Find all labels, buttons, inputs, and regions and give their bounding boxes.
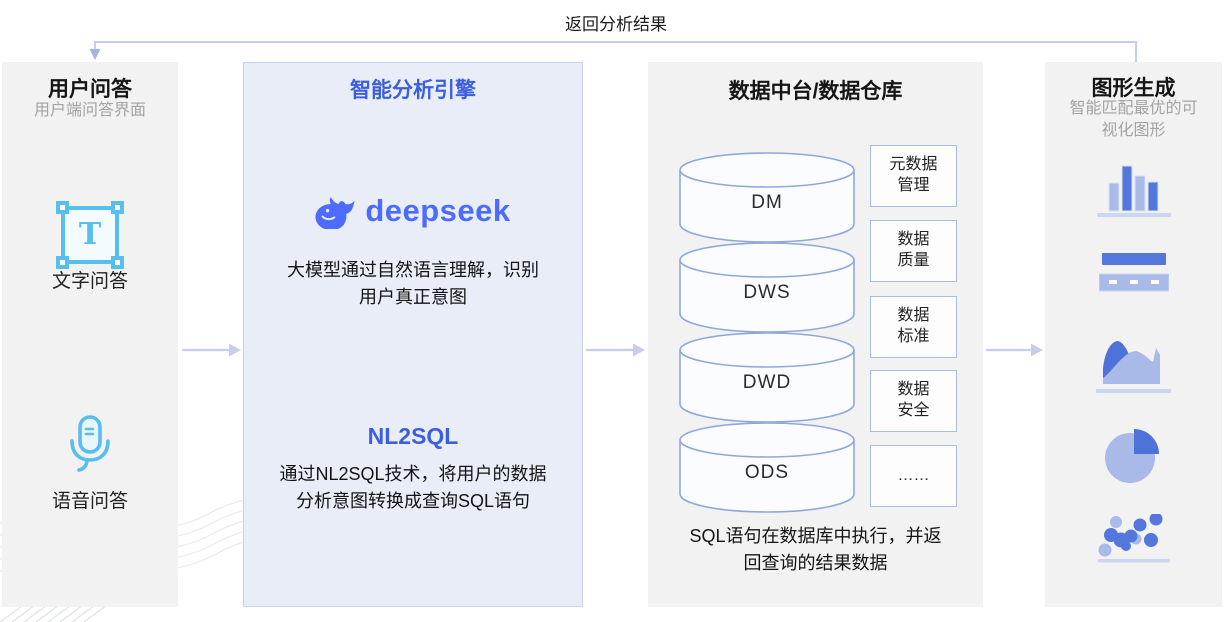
area-chart-icon — [1095, 341, 1171, 393]
layer-label-dwd: DWD — [742, 372, 792, 393]
deepseek-logo: deepseek — [244, 193, 582, 229]
gov-box-more: …… — [870, 445, 957, 507]
return-result-label: 返回分析结果 — [565, 15, 667, 34]
gov-box-quality: 数据 质量 — [870, 220, 957, 282]
panel-charts-subtitle: 智能匹配最优的可 视化图形 — [1069, 100, 1198, 139]
panel-engine-title: 智能分析引擎 — [350, 79, 476, 102]
gov-box-metadata: 元数据 管理 — [870, 145, 957, 207]
layer-label-ods: ODS — [744, 462, 790, 483]
text-frame-icon: T — [56, 201, 124, 269]
nl2sql-description: 通过NL2SQL技术，将用户的数据 分析意图转换成查询SQL语句 — [279, 464, 547, 511]
voice-qa-label: 语音问答 — [51, 491, 128, 512]
db-cylinder-ods: ODS — [678, 420, 856, 516]
scatter-chart-icon — [1097, 514, 1170, 563]
layer-label-dm: DM — [751, 192, 783, 213]
cylinder-shape — [679, 422, 855, 513]
panel-user-qa-title: 用户问答 — [48, 78, 132, 101]
cylinder-shape — [679, 152, 855, 243]
panel-analysis-engine: 智能分析引擎 deepseek 大模型通过自然语言理解，识别 用户真正意图 NL… — [243, 62, 583, 607]
panel-chart-generation: 图形生成 智能匹配最优的可 视化图形 — [1045, 62, 1222, 607]
cylinder-shape — [679, 332, 855, 423]
panel-charts-title: 图形生成 — [1091, 77, 1176, 100]
nl2sql-title: NL2SQL — [367, 423, 459, 449]
frame-handle — [56, 256, 69, 269]
microphone-icon — [70, 415, 110, 472]
deepseek-whale-icon — [315, 196, 355, 229]
pie-chart-icon — [1104, 429, 1159, 483]
frame-handle — [111, 201, 124, 214]
db-cylinder-dws: DWS — [678, 240, 856, 336]
gov-box-standard: 数据 标准 — [870, 296, 957, 358]
deepseek-wordmark: deepseek — [365, 193, 511, 228]
layer-label-dws: DWS — [743, 282, 791, 303]
llm-description: 大模型通过自然语言理解，识别 用户真正意图 — [287, 260, 539, 307]
gov-box-security: 数据 安全 — [870, 370, 957, 432]
cylinder-shape — [679, 242, 855, 333]
db-cylinder-dwd: DWD — [678, 330, 856, 426]
frame-handle — [56, 201, 69, 214]
table-icon — [1098, 253, 1169, 292]
panel-user-qa: 用户问答 用户端问答界面 T 文字问答 语音问答 — [2, 62, 178, 607]
frame-handle — [111, 256, 124, 269]
panel-warehouse-title: 数据中台/数据仓库 — [728, 80, 903, 103]
panel-user-qa-subtitle: 用户端问答界面 — [33, 102, 146, 119]
db-cylinder-dm: DM — [678, 150, 856, 246]
text-frame-glyph: T — [78, 217, 102, 252]
text-qa-label: 文字问答 — [51, 271, 128, 292]
panel-data-warehouse: 数据中台/数据仓库 DM DWS DWD — [648, 62, 983, 607]
sql-exec-description: SQL语句在数据库中执行，并返 回查询的结果数据 — [689, 526, 942, 573]
bar-chart-icon — [1096, 165, 1171, 217]
